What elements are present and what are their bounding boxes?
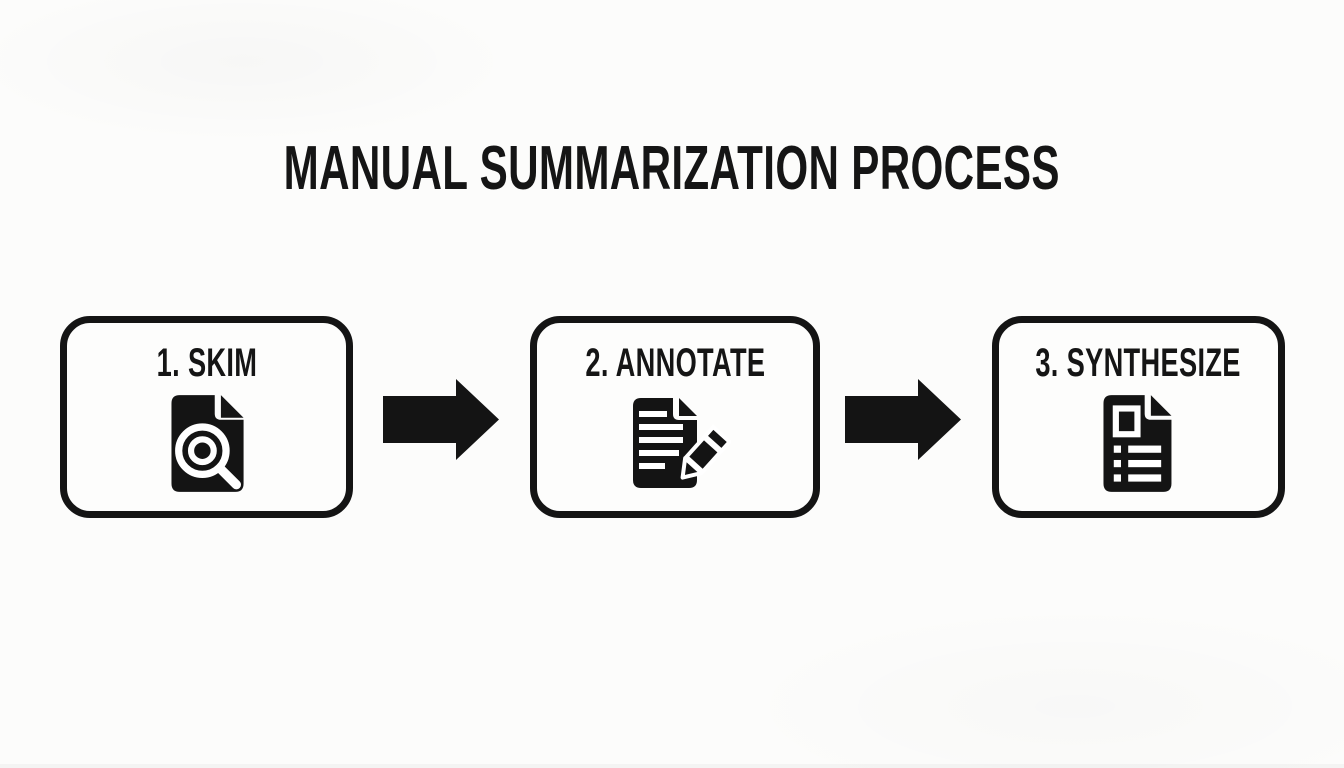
- step-box-annotate: 2. ANNOTATE: [530, 316, 820, 518]
- right-arrow-icon: [845, 379, 961, 460]
- document-pencil-icon: [633, 398, 731, 488]
- step-label-skim-text: 1. SKIM: [156, 341, 257, 385]
- step-label-annotate-text: 2. ANNOTATE: [584, 341, 766, 385]
- step-label-skim: 1. SKIM: [133, 343, 281, 383]
- document-magnifier-icon: [171, 395, 244, 492]
- step-label-synthesize: 3. SYNTHESIZE: [987, 343, 1289, 383]
- document-list-icon: [1103, 395, 1172, 492]
- step-box-skim: 1. SKIM: [60, 316, 353, 518]
- page-title: MANUAL SUMMARIZATION PROCESS: [0, 138, 1344, 200]
- step-label-synthesize-text: 3. SYNTHESIZE: [1035, 341, 1242, 385]
- step-label-annotate: 2. ANNOTATE: [543, 343, 808, 383]
- step-box-synthesize: 3. SYNTHESIZE: [992, 316, 1285, 518]
- right-arrow-icon: [383, 379, 499, 460]
- page-title-text: MANUAL SUMMARIZATION PROCESS: [283, 134, 1061, 203]
- bottom-edge-shade: [0, 764, 1344, 768]
